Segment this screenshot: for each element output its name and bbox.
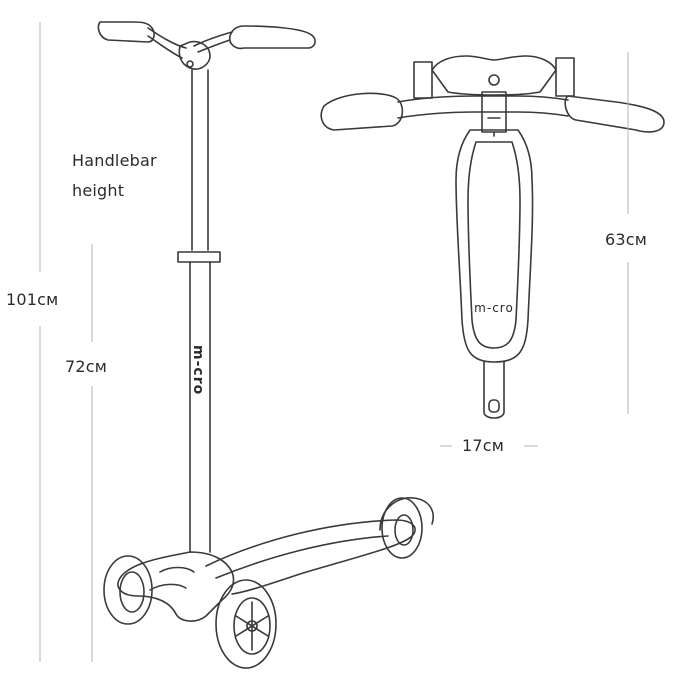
top-stem-clamp — [481, 91, 507, 133]
right-grip — [228, 25, 316, 50]
handlebar-height-line1: Handlebar — [72, 151, 157, 170]
stem-logo: m-cro — [190, 345, 206, 395]
handlebar-arm — [147, 27, 233, 59]
front-left-wheel — [103, 555, 153, 625]
handlebar-height-line2: height — [72, 181, 125, 200]
top-deck-logo: m-cro — [474, 301, 514, 315]
top-deck-inner — [467, 141, 521, 349]
deck-width-value: 17см — [462, 436, 505, 455]
front-right-wheel — [215, 579, 277, 669]
stem-upper — [191, 69, 209, 251]
front-left-wheel-inner — [119, 571, 145, 613]
deck-height-value: 72см — [65, 357, 108, 376]
side-view-scooter: m-cro — [97, 21, 434, 669]
top-left-paddle — [413, 61, 433, 99]
stem-collar — [177, 251, 221, 263]
deck-length-value: 63см — [605, 230, 648, 249]
clamp-bolt — [186, 60, 194, 68]
top-right-paddle — [555, 57, 575, 97]
top-bar — [397, 95, 569, 119]
top-right-grip — [564, 95, 665, 133]
deck — [205, 519, 416, 595]
top-head-bolt — [488, 74, 500, 86]
front-body-detail — [149, 566, 195, 591]
top-deck — [455, 129, 534, 363]
rear-fender — [379, 497, 434, 531]
front-right-wheel-axle — [246, 620, 258, 632]
top-rear-wheel — [483, 361, 505, 419]
left-grip — [97, 21, 155, 43]
top-rear-wheel-axle — [488, 399, 500, 413]
dimension-lines — [39, 22, 629, 662]
top-view-scooter: m-cro — [320, 55, 665, 419]
deck-top — [215, 535, 389, 579]
top-left-grip — [320, 92, 404, 131]
front-right-wheel-spokes — [235, 601, 269, 651]
top-front-head — [431, 55, 557, 96]
handlebar-clamp — [178, 40, 211, 70]
front-right-wheel-hub — [233, 597, 271, 655]
total-height-value: 101см — [6, 290, 59, 309]
top-stem-clamp-detail — [487, 117, 501, 137]
rear-wheel — [381, 497, 423, 559]
rear-wheel-hub — [394, 514, 414, 546]
handlebar-height-label: Handlebar height — [72, 146, 157, 206]
stem-lower — [189, 261, 211, 553]
